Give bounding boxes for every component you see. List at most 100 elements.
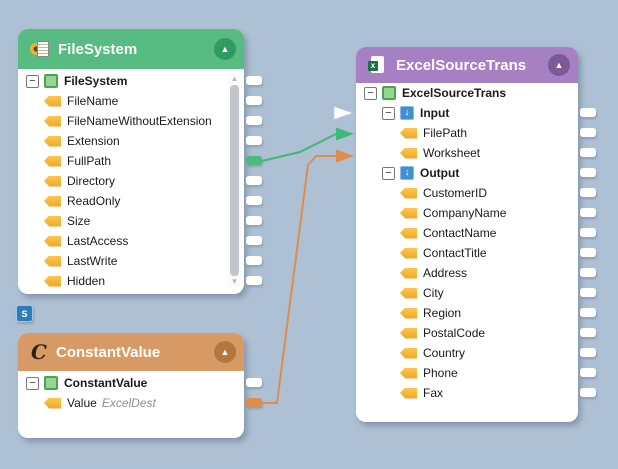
tree-row-filepath[interactable]: FilePath: [356, 123, 578, 143]
column-tag-icon: [44, 195, 61, 207]
tree-row-lastwrite[interactable]: LastWrite: [18, 251, 244, 271]
port-stub-fullpath[interactable]: [246, 156, 262, 165]
tree-row-label: CustomerID: [423, 186, 488, 200]
tree-row-region[interactable]: Region: [356, 303, 578, 323]
tree-row-size[interactable]: Size: [18, 211, 244, 231]
tree-row-worksheet[interactable]: Worksheet: [356, 143, 578, 163]
tree-row-label: FilePath: [423, 126, 468, 140]
tree-row-lastaccess[interactable]: LastAccess: [18, 231, 244, 251]
port-stub-country[interactable]: [580, 348, 596, 357]
tree-row-contactname[interactable]: ContactName: [356, 223, 578, 243]
collapse-minus-icon[interactable]: −: [26, 376, 39, 390]
port-stub-lastaccess[interactable]: [246, 236, 262, 245]
port-stub-filepath[interactable]: [580, 128, 596, 137]
port-stub-worksheet[interactable]: [580, 148, 596, 157]
tree-row-label: Phone: [423, 366, 458, 380]
port-stub-contacttitle[interactable]: [580, 248, 596, 257]
tree-row-fax[interactable]: Fax: [356, 383, 578, 403]
column-tag-icon: [44, 275, 61, 287]
collapse-up-icon[interactable]: ▲: [214, 38, 236, 60]
column-tag-icon: [44, 135, 61, 147]
tree-row-contacttitle[interactable]: ContactTitle: [356, 243, 578, 263]
port-stub-contactname[interactable]: [580, 228, 596, 237]
column-tag-icon: [44, 175, 61, 187]
tree-row-excelsourcetrans[interactable]: −ExcelSourceTrans: [356, 83, 578, 103]
tree-row-readonly[interactable]: ReadOnly: [18, 191, 244, 211]
connection-fullpath-to-filepath[interactable]: [261, 127, 354, 162]
collapse-minus-icon[interactable]: −: [382, 166, 395, 180]
port-stub-directory[interactable]: [246, 176, 262, 185]
collapse-up-icon[interactable]: ▲: [548, 54, 570, 76]
tree-row-directory[interactable]: Directory: [18, 171, 244, 191]
script-badge[interactable]: S: [16, 305, 33, 322]
port-stub-constantvalue[interactable]: [246, 378, 262, 387]
port-stub-lastwrite[interactable]: [246, 256, 262, 265]
port-stub-city[interactable]: [580, 288, 596, 297]
io-collection-icon: ↓: [400, 166, 414, 180]
node-filesystem-header[interactable]: FileSystem ▲: [18, 29, 244, 69]
tree-row-label: Input: [420, 106, 450, 120]
port-stub-extension[interactable]: [246, 136, 262, 145]
tree-row-phone[interactable]: Phone: [356, 363, 578, 383]
tree-row-label: Directory: [67, 174, 116, 188]
tree-row-customerid[interactable]: CustomerID: [356, 183, 578, 203]
component-node-icon: [44, 376, 58, 390]
port-stub-address[interactable]: [580, 268, 596, 277]
port-stub-filesystem[interactable]: [246, 76, 262, 85]
port-stub-phone[interactable]: [580, 368, 596, 377]
tree-row-input[interactable]: −↓Input: [356, 103, 578, 123]
port-stub-companyname[interactable]: [580, 208, 596, 217]
tree-row-country[interactable]: Country: [356, 343, 578, 363]
italic-c-icon: C: [31, 340, 47, 364]
column-tag-icon: [400, 307, 417, 319]
column-tag-icon: [400, 327, 417, 339]
node-constantvalue-header[interactable]: C ConstantValue ▲: [18, 333, 244, 371]
tree-row-companyname[interactable]: CompanyName: [356, 203, 578, 223]
tree-row-constantvalue[interactable]: − ConstantValue: [18, 373, 244, 393]
collapse-minus-icon[interactable]: −: [26, 74, 39, 88]
tree-row-output[interactable]: −↓Output: [356, 163, 578, 183]
port-stub-value[interactable]: [246, 398, 262, 407]
port-stub-region[interactable]: [580, 308, 596, 317]
node-excelsourcetrans[interactable]: x ExcelSourceTrans ▲ −ExcelSourceTrans−↓…: [356, 47, 596, 422]
port-stub-readonly[interactable]: [246, 196, 262, 205]
scroll-down-icon[interactable]: ▼: [230, 277, 239, 286]
port-stub-hidden[interactable]: [246, 276, 262, 285]
scroll-up-icon[interactable]: ▲: [230, 74, 239, 83]
tree-row-extension[interactable]: Extension: [18, 131, 244, 151]
port-stub-filenamewithoutextension[interactable]: [246, 116, 262, 125]
port-stub-postalcode[interactable]: [580, 328, 596, 337]
tree-row-filename[interactable]: FileName: [18, 91, 244, 111]
tree-row-hidden[interactable]: Hidden: [18, 271, 244, 291]
node-excelsourcetrans-header[interactable]: x ExcelSourceTrans ▲: [356, 47, 578, 83]
tree-row-filesystem[interactable]: −FileSystem: [18, 71, 244, 91]
tree-row-postalcode[interactable]: PostalCode: [356, 323, 578, 343]
column-tag-icon: [400, 387, 417, 399]
tree-row-address[interactable]: Address: [356, 263, 578, 283]
port-stub-filename[interactable]: [246, 96, 262, 105]
port-stub-size[interactable]: [246, 216, 262, 225]
collapse-minus-icon[interactable]: −: [382, 106, 395, 120]
column-tag-icon: [400, 367, 417, 379]
tree-row-filenamewithoutextension[interactable]: FileNameWithoutExtension: [18, 111, 244, 131]
tree-row-label: PostalCode: [423, 326, 486, 340]
port-stub-output[interactable]: [580, 168, 596, 177]
port-stub-customerid[interactable]: [580, 188, 596, 197]
port-stub-input[interactable]: [580, 108, 596, 117]
collapse-minus-icon[interactable]: −: [364, 86, 377, 100]
tree-row-label: Region: [423, 306, 462, 320]
tree-row-fullpath[interactable]: FullPath: [18, 151, 244, 171]
tree-row-label: ConstantValue: [64, 376, 148, 390]
collapse-up-icon[interactable]: ▲: [214, 341, 236, 363]
value-note: ExcelDest: [101, 396, 156, 410]
connection-value-to-worksheet[interactable]: [262, 149, 354, 404]
tree-row-city[interactable]: City: [356, 283, 578, 303]
scrollbar-thumb[interactable]: [230, 85, 239, 276]
column-tag-icon: [44, 215, 61, 227]
column-tag-icon: [44, 95, 61, 107]
vertical-scrollbar[interactable]: ▲ ▼: [228, 74, 241, 287]
port-stub-fax[interactable]: [580, 388, 596, 397]
